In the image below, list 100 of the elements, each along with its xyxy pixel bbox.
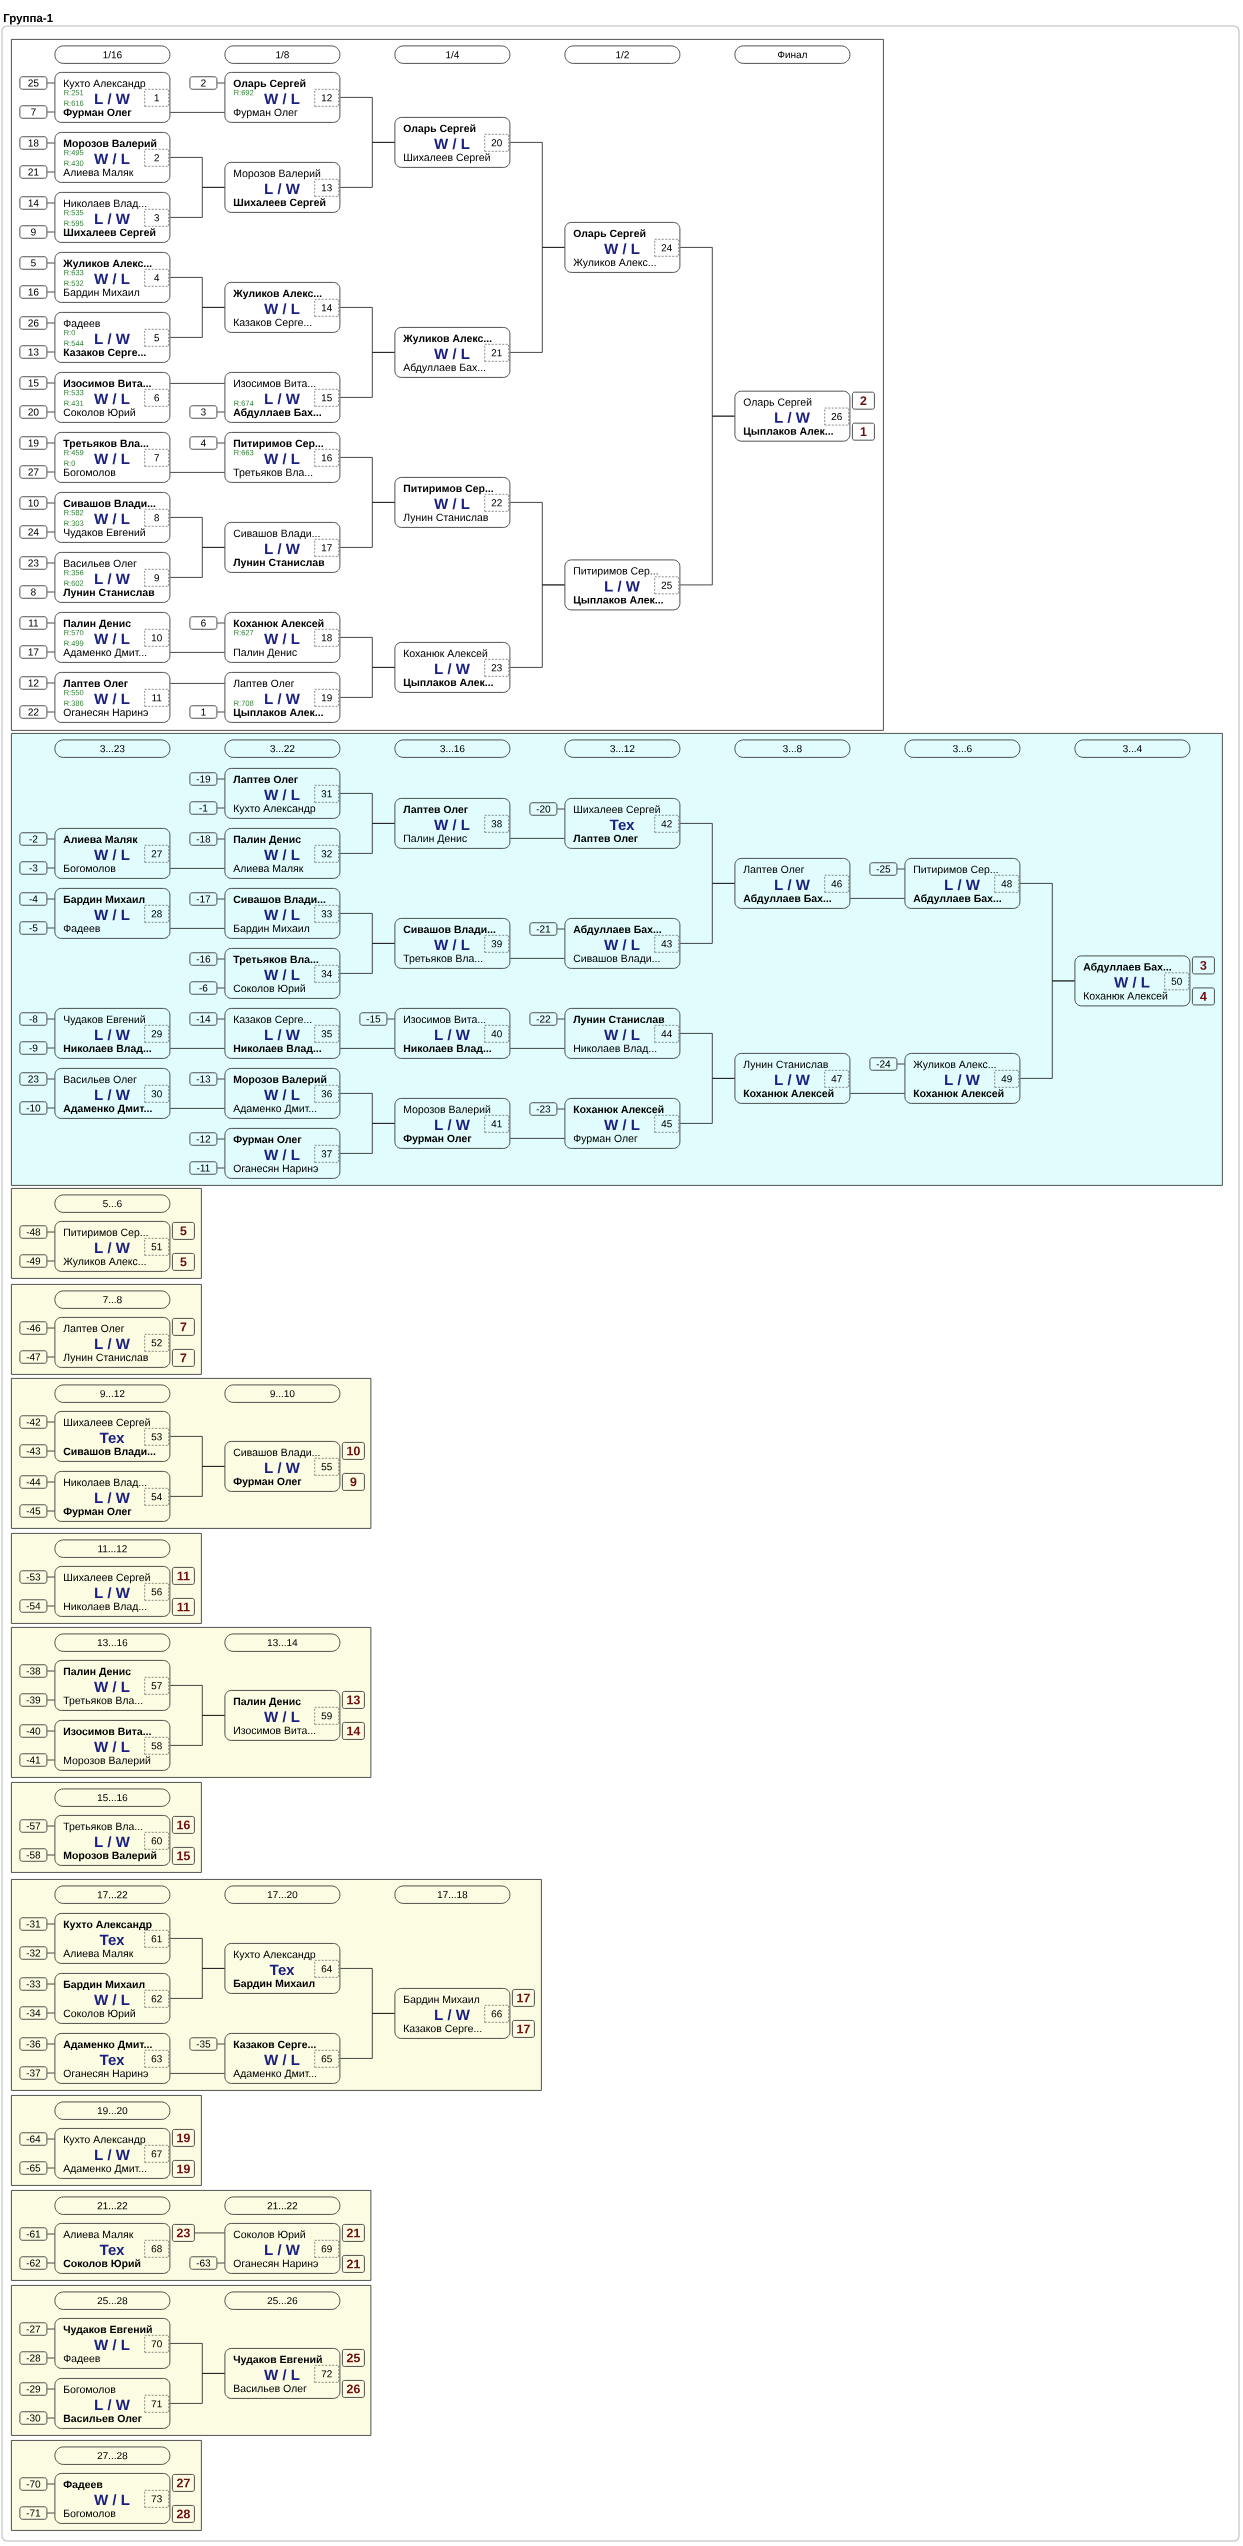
match-result: W / L — [264, 633, 300, 645]
connector-line — [46, 2262, 55, 2264]
player-name: Абдуллаев Бах... — [1083, 962, 1171, 973]
seed-box: 18 — [19, 136, 48, 150]
player-name: Жуликов Алекс... — [63, 1257, 146, 1268]
seed-box: -19 — [189, 772, 218, 786]
player-name: Морозов Валерий — [404, 1105, 491, 1116]
player-name: Третьяков Вла... — [233, 955, 319, 966]
player-name: Лунин Станислав — [63, 1353, 148, 1364]
connector-line — [339, 2013, 395, 2059]
place-box: 28 — [172, 2505, 195, 2523]
match-result: L / W — [265, 2244, 300, 2256]
match-result: W / L — [1114, 976, 1150, 988]
match-result: W / L — [94, 393, 130, 405]
connector-line — [46, 1327, 55, 1329]
player-name: Бардин Михаил — [233, 1979, 315, 1990]
player-name: Изосимов Вита... — [63, 1727, 151, 1736]
seed-box: 16 — [19, 285, 48, 299]
connector-line — [46, 898, 55, 900]
match-result: W / L — [94, 1994, 130, 2006]
connector-line — [46, 1047, 55, 1049]
connector-line — [679, 415, 735, 586]
place-box: 26 — [342, 2380, 365, 2398]
match-number: 65 — [314, 2050, 339, 2068]
match-result: W / L — [264, 93, 300, 105]
place-box: 11 — [172, 1598, 195, 1616]
seed-box: 12 — [19, 676, 48, 690]
connector-line — [216, 622, 225, 624]
match-number: 18 — [314, 629, 339, 647]
connector-line — [679, 883, 735, 944]
player-name: Алиева Маляк — [63, 835, 138, 844]
seed-box: -63 — [189, 2256, 218, 2270]
player-name: Третьяков Вла... — [63, 1822, 143, 1833]
seed-box: 11 — [19, 616, 48, 630]
player-name: Коханюк Алексей — [233, 619, 324, 628]
seed-box: 19 — [19, 436, 48, 450]
match-number: 49 — [994, 1070, 1019, 1088]
match-number: 58 — [144, 1737, 169, 1755]
round-header: 9...12 — [54, 1384, 171, 1403]
seed-box: -10 — [19, 1101, 48, 1115]
panel-background — [11, 1533, 202, 1624]
match-result: L / W — [95, 333, 130, 345]
player-name: Жуликов Алекс... — [233, 289, 322, 300]
player-name: Соколов Юрий — [233, 2230, 305, 2241]
place-box: 25 — [342, 2349, 365, 2367]
match-number: 4 — [144, 269, 169, 287]
seed-box: -32 — [19, 1946, 48, 1960]
player-name: Шихалеев Сергей — [404, 153, 490, 164]
match-number: 53 — [144, 1428, 169, 1446]
connector-line — [46, 2043, 55, 2045]
seed-box: 21 — [19, 165, 48, 179]
player-name: Изосимов Вита... — [234, 1726, 316, 1735]
seed-box: -20 — [529, 802, 558, 816]
player-name: Морозов Валерий — [63, 1851, 157, 1862]
place-box: 16 — [172, 1816, 195, 1834]
match-number: 59 — [314, 1707, 339, 1725]
match-number: 68 — [144, 2240, 169, 2258]
connector-line — [46, 502, 55, 504]
round-header: 17...18 — [394, 1885, 511, 1904]
player-name: Казаков Серге... — [233, 2040, 316, 2051]
match-number: 23 — [484, 659, 509, 677]
connector-line — [216, 2043, 225, 2045]
connector-line — [169, 187, 225, 218]
connector-line — [216, 1078, 225, 1080]
connector-line — [509, 958, 565, 959]
connector-line — [46, 1510, 55, 1512]
player-name: Чудаков Евгений — [64, 528, 145, 539]
match-result: L / W — [605, 580, 640, 592]
match-number: 52 — [144, 1334, 169, 1352]
connector-line — [46, 1983, 55, 1985]
seed-box: 2 — [189, 76, 218, 90]
match-number: 72 — [314, 2365, 339, 2383]
match-number: 24 — [654, 239, 679, 257]
seed-box: -5 — [19, 921, 48, 935]
seed-box: 3 — [189, 405, 218, 419]
match-number: 5 — [144, 329, 169, 347]
connector-line — [46, 2357, 55, 2359]
round-header: 13...14 — [224, 1633, 341, 1652]
match-number: 71 — [144, 2395, 169, 2413]
connector-line — [46, 382, 55, 384]
place-box: 7 — [172, 1349, 195, 1367]
connector-line — [46, 838, 55, 840]
connector-line — [556, 808, 565, 810]
player-name: Фурман Олег — [233, 108, 298, 119]
player-name: Николаев Влад... — [64, 199, 147, 210]
seed-box: -54 — [19, 1599, 48, 1613]
player-name: Цыплаков Алек... — [233, 708, 323, 719]
match-number: 69 — [314, 2240, 339, 2258]
seed-box: -64 — [19, 2132, 48, 2146]
seed-box: -29 — [19, 2382, 48, 2396]
connector-line — [46, 411, 55, 413]
player-name: Лаптев Олег — [403, 805, 468, 814]
player-name: Морозов Валерий — [234, 169, 321, 180]
match-result: W / L — [264, 2369, 300, 2381]
player-name: Фадеев — [63, 924, 100, 935]
seed-box: -24 — [869, 1057, 898, 1071]
match-number: 50 — [1164, 972, 1189, 991]
match-result: L / W — [265, 543, 300, 555]
place-box: 23 — [172, 2224, 195, 2242]
seed-box: -39 — [19, 1693, 48, 1707]
